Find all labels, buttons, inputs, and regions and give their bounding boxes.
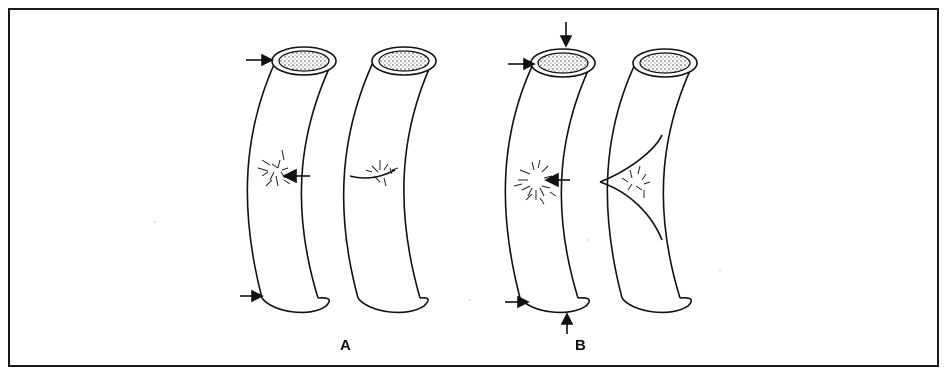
arrow-up-icon [562, 314, 572, 334]
crack-a2 [366, 160, 398, 186]
crack-a1 [258, 150, 290, 186]
panel-label-a: A [340, 337, 351, 354]
arrow-right-icon [505, 297, 528, 307]
arrow-left-icon [546, 174, 570, 186]
panel-label-b: B [575, 337, 586, 354]
crack-b2 [622, 166, 650, 198]
arrow-left-icon [284, 170, 310, 182]
arrow-right-icon [508, 59, 534, 69]
arrow-right-icon [246, 55, 272, 65]
tube-a2 [344, 47, 436, 312]
arrow-down-icon [561, 22, 571, 46]
arrow-right-icon [240, 291, 262, 301]
scan-specks [154, 221, 720, 300]
tube-b2 [600, 49, 697, 312]
